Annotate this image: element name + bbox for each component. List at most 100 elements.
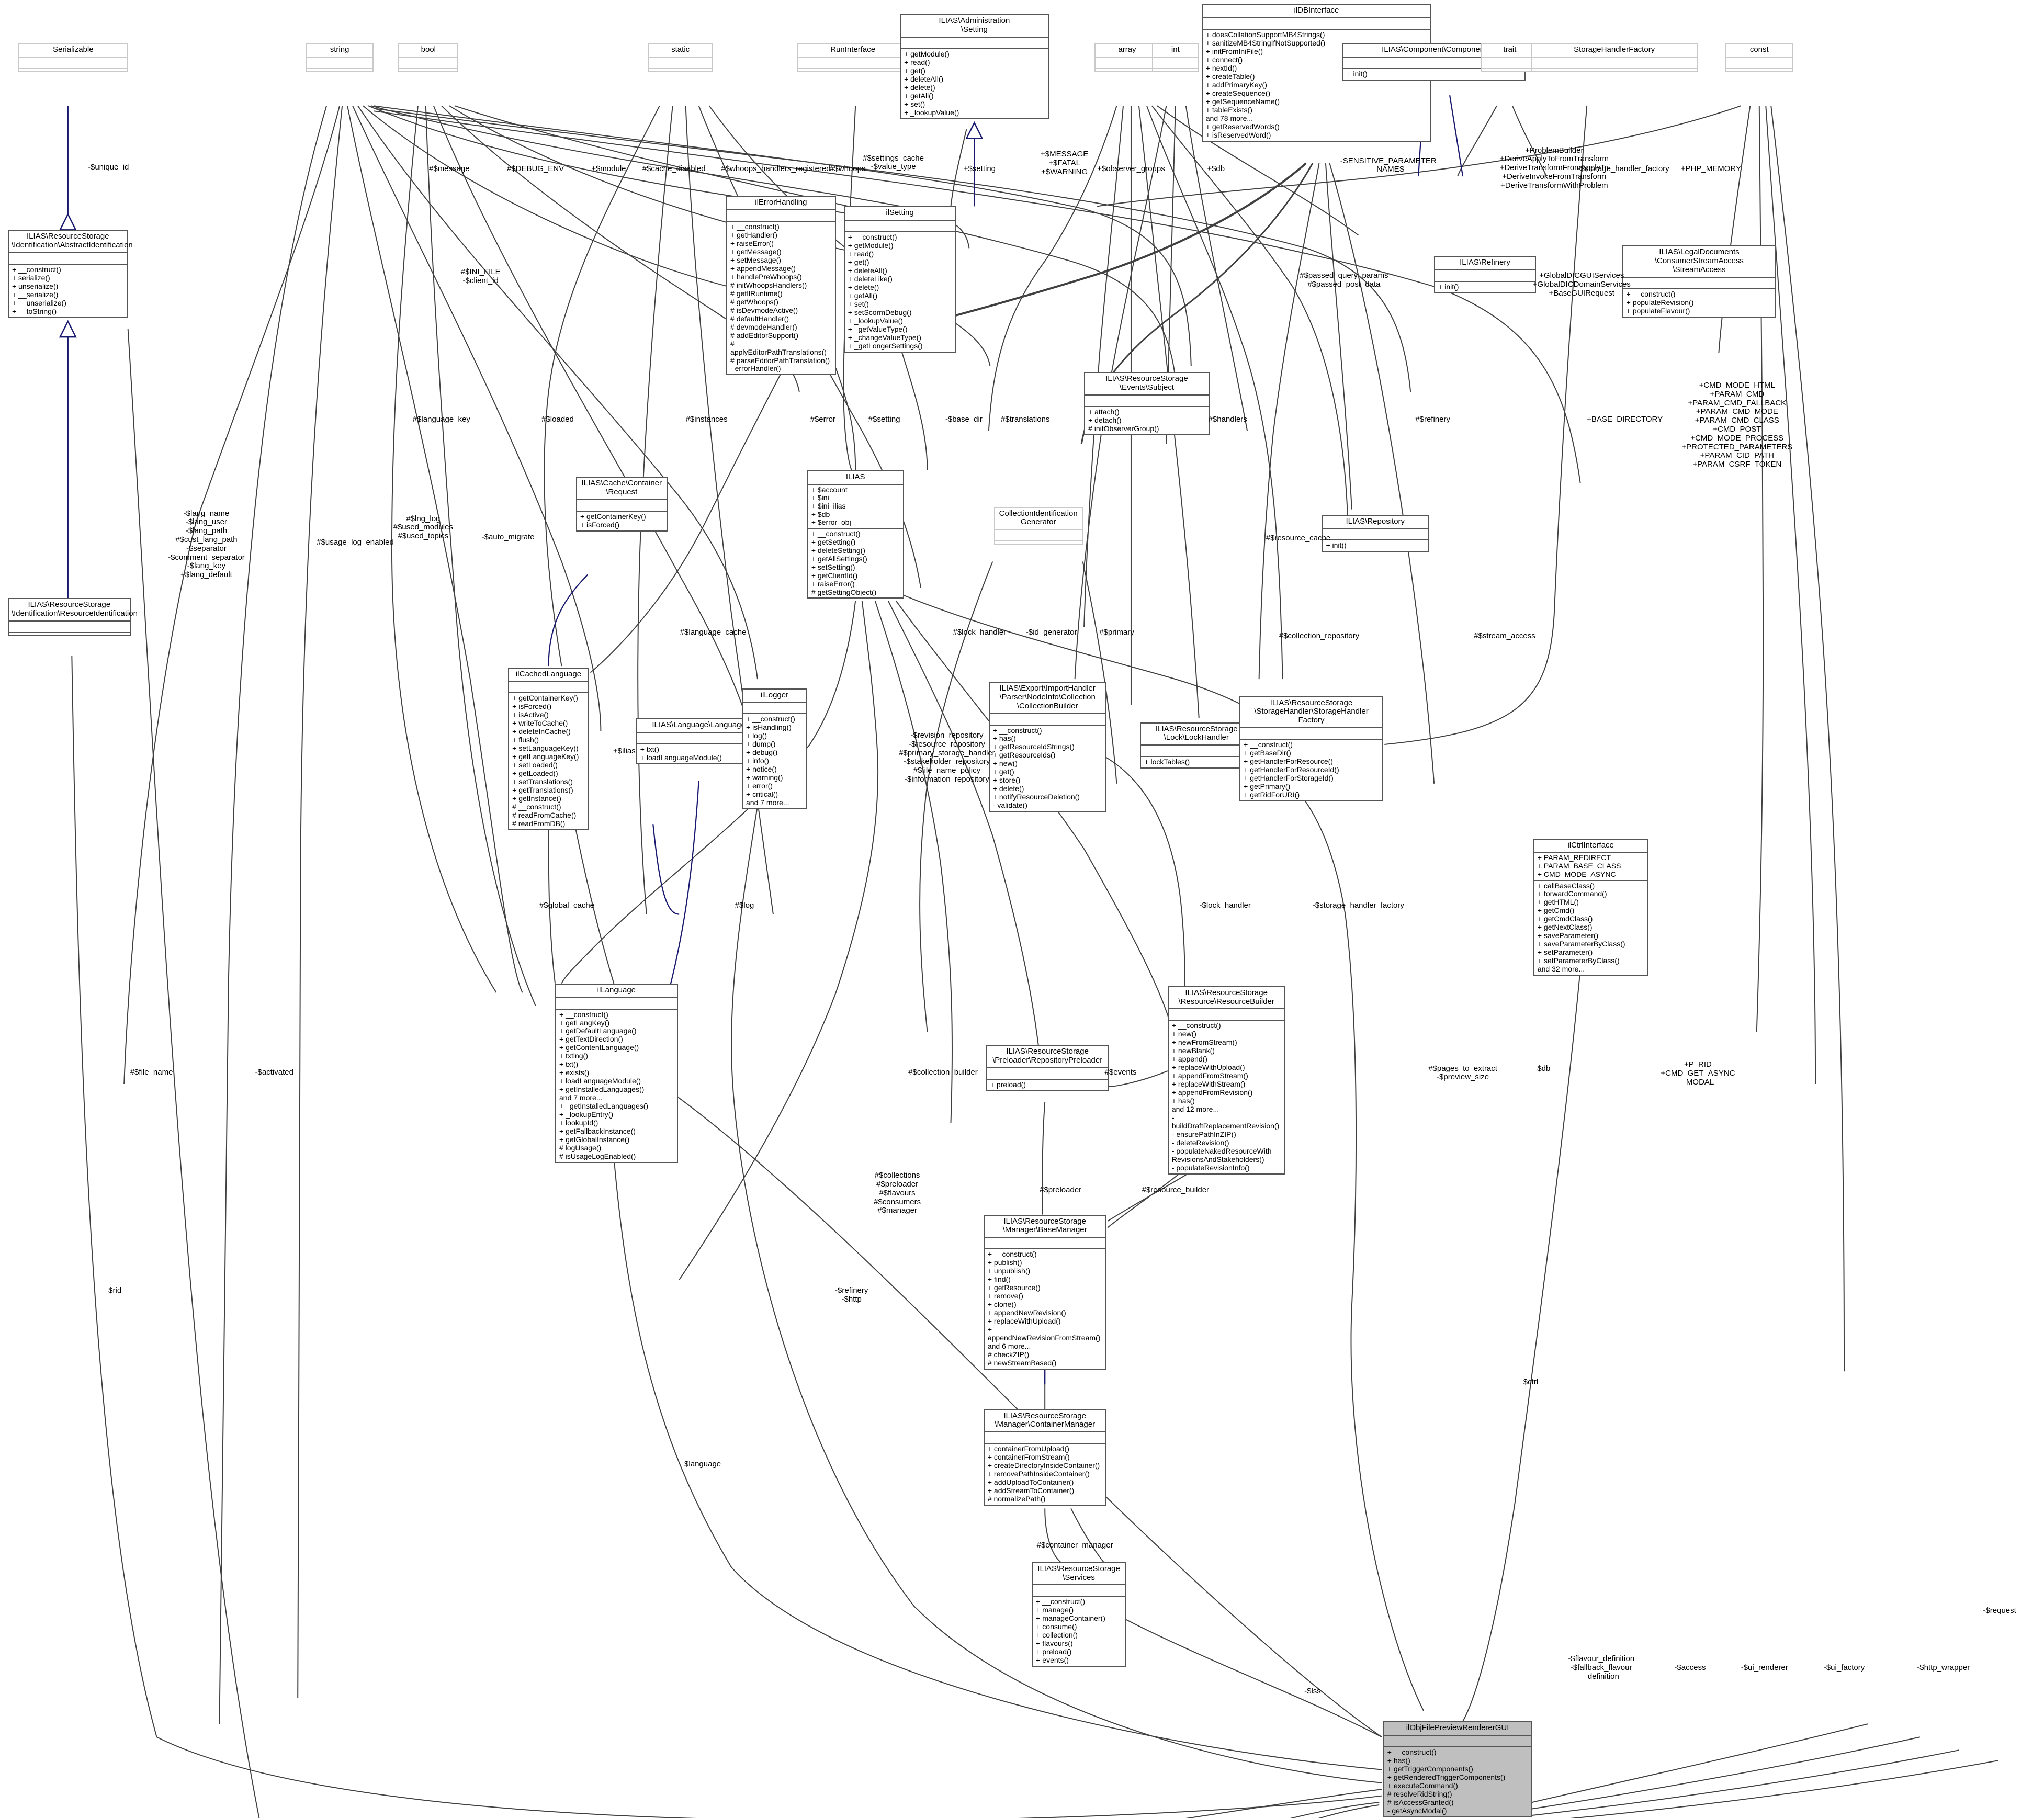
class-attributes bbox=[1323, 529, 1428, 541]
class-node-container_manager[interactable]: ILIAS\ResourceStorage \Manager\Container… bbox=[983, 1409, 1106, 1506]
class-node-ilsetting[interactable]: ilSetting+ __construct() + getModule() +… bbox=[843, 206, 956, 353]
edge-label: +$module bbox=[591, 164, 626, 173]
class-attributes bbox=[1033, 1585, 1125, 1597]
edge-label: -$activated bbox=[255, 1068, 293, 1077]
class-node-rs_events_subject[interactable]: ILIAS\ResourceStorage \Events\Subject+ a… bbox=[1084, 372, 1210, 435]
class-title: ILIAS bbox=[808, 471, 903, 485]
class-methods: + __construct() + has() + getTriggerComp… bbox=[1387, 1748, 1506, 1815]
edge-label: +ProblemBuilder +DeriveApplyToFromTransf… bbox=[1499, 145, 1609, 190]
class-node-int[interactable]: int bbox=[1151, 43, 1199, 73]
class-attributes bbox=[984, 1238, 1105, 1250]
class-title: ILIAS\Export\ImportHandler \Parser\NodeI… bbox=[989, 683, 1105, 714]
class-methods: + __construct() + has() + getResourceIdS… bbox=[992, 726, 1080, 810]
class-attributes bbox=[1240, 728, 1382, 740]
class-title: ILIAS\Repository bbox=[1323, 516, 1428, 529]
edge-label: #$lock_handler bbox=[953, 627, 1007, 637]
class-title: ILIAS\ResourceStorage \Manager\Container… bbox=[984, 1410, 1105, 1433]
class-node-storagehandlerfactory[interactable]: StorageHandlerFactory bbox=[1530, 43, 1698, 73]
edge-label: +$observer_groups bbox=[1097, 164, 1165, 173]
edge-label: #$cache_disabled bbox=[642, 164, 706, 173]
class-node-ilcachedlanguage[interactable]: ilCachedLanguage+ getContainerKey() + is… bbox=[508, 667, 589, 830]
class-attributes: + $account + $ini + $ini_ilias + $db + $… bbox=[808, 485, 903, 529]
edge-label: +P_RID +CMD_GET_ASYNC _MODAL bbox=[1661, 1060, 1735, 1087]
class-node-resource_builder[interactable]: ILIAS\ResourceStorage \Resource\Resource… bbox=[1167, 986, 1285, 1175]
class-title: Serializable bbox=[19, 44, 127, 58]
edge-label: -$refinery -$http bbox=[835, 1285, 868, 1304]
class-node-runinterface[interactable]: RunInterface bbox=[796, 43, 909, 73]
class-node-abstract_identification[interactable]: ILIAS\ResourceStorage \Identification\Ab… bbox=[7, 230, 133, 318]
class-title: ilErrorHandling bbox=[727, 197, 835, 211]
edge-label: #$log bbox=[735, 900, 754, 910]
edge-label: #$message bbox=[429, 164, 470, 173]
class-node-const[interactable]: const bbox=[1725, 43, 1793, 73]
class-attributes bbox=[1085, 396, 1209, 408]
class-node-string[interactable]: string bbox=[306, 43, 374, 73]
class-node-ilias_admin_setting[interactable]: ILIAS\Administration \Setting+ getModule… bbox=[900, 14, 1049, 119]
class-methods: + callBaseClass() + forwardCommand() + g… bbox=[1537, 881, 1625, 974]
class-title: bool bbox=[399, 44, 458, 58]
class-title: ILIAS\Cache\Container \Request bbox=[577, 478, 667, 500]
class-node-collection_id_generator[interactable]: CollectionIdentification Generator bbox=[993, 506, 1083, 545]
class-attributes bbox=[1435, 270, 1535, 283]
class-node-trait[interactable]: trait bbox=[1481, 43, 1539, 73]
class-methods bbox=[995, 541, 1082, 544]
class-title: ilLanguage bbox=[556, 985, 677, 998]
class-node-base_manager[interactable]: ILIAS\ResourceStorage \Manager\BaseManag… bbox=[983, 1214, 1106, 1370]
class-node-array[interactable]: array bbox=[1094, 43, 1160, 73]
class-methods bbox=[1482, 69, 1538, 71]
edge-label: -$access bbox=[1674, 1663, 1706, 1673]
class-attributes bbox=[556, 998, 677, 1010]
class-title: static bbox=[649, 44, 713, 58]
class-attributes bbox=[8, 253, 127, 265]
class-attributes bbox=[19, 58, 127, 70]
edge-label: #$file_name bbox=[130, 1068, 173, 1077]
class-methods: + getContainerKey() + isForced() bbox=[580, 512, 646, 529]
class-node-ilias_class[interactable]: ILIAS+ $account + $ini + $ini_ilias + $d… bbox=[807, 470, 904, 599]
class-node-ilias_refinery[interactable]: ILIAS\Refinery+ init() bbox=[1434, 256, 1536, 294]
edge-label: $db bbox=[1537, 1064, 1551, 1073]
class-title: ILIAS\Component\Component bbox=[1343, 44, 1524, 58]
edge-label: -$lss bbox=[1304, 1687, 1321, 1696]
class-node-target[interactable]: ilObjFilePreviewRendererGUI + __construct… bbox=[1383, 1721, 1532, 1817]
class-node-rs_services[interactable]: ILIAS\ResourceStorage \Services+ __const… bbox=[1032, 1562, 1126, 1667]
class-attributes bbox=[1531, 58, 1697, 70]
class-node-repository_preloader[interactable]: ILIAS\ResourceStorage \Preloader\Reposit… bbox=[986, 1045, 1109, 1091]
class-methods: + __construct() + new() + newFromStream(… bbox=[1171, 1021, 1280, 1172]
edge-label: #$collection_repository bbox=[1279, 631, 1360, 641]
class-node-illanguage[interactable]: ilLanguage+ __construct() + getLangKey()… bbox=[555, 983, 678, 1163]
class-node-serializable[interactable]: Serializable bbox=[18, 43, 128, 73]
class-methods: + __construct() + isHandling() + log() +… bbox=[746, 715, 795, 807]
edge-label: -$unique_id bbox=[88, 163, 129, 172]
class-node-ilias_cache_request[interactable]: ILIAS\Cache\Container \Request + getConta… bbox=[575, 477, 668, 532]
edge-label: -$storage_handler_factory bbox=[1312, 900, 1404, 910]
class-methods: + doesCollationSupportMB4Strings() + san… bbox=[1205, 30, 1326, 139]
class-node-lock_handler[interactable]: ILIAS\ResourceStorage \Lock\LockHandler+… bbox=[1140, 722, 1253, 769]
edge-label: #$whoops bbox=[830, 164, 866, 173]
edge-label: +PHP_MEMORY bbox=[1680, 164, 1741, 173]
class-node-ilias_legaldocuments[interactable]: ILIAS\LegalDocuments \ConsumerStreamAcce… bbox=[1622, 245, 1777, 318]
class-title: ILIAS\ResourceStorage \StorageHandler\St… bbox=[1240, 697, 1382, 728]
class-node-ilctrlinterface[interactable]: ilCtrlInterface+ PARAM_REDIRECT + PARAM_… bbox=[1533, 838, 1648, 976]
class-methods: + __construct() + publish() + unpublish(… bbox=[987, 1250, 1101, 1367]
class-title: ilObjFilePreviewRendererGUI bbox=[1384, 1722, 1531, 1736]
class-attributes bbox=[743, 703, 806, 715]
class-attributes bbox=[1168, 1009, 1284, 1021]
class-node-storage_handler_factory_cls[interactable]: ILIAS\ResourceStorage \StorageHandler\St… bbox=[1239, 696, 1383, 801]
class-node-illogger[interactable]: ilLogger+ __construct() + isHandling() +… bbox=[742, 688, 807, 809]
class-node-bool[interactable]: bool bbox=[398, 43, 459, 73]
class-node-static[interactable]: static bbox=[648, 43, 714, 73]
class-node-ilias_repository[interactable]: ILIAS\Repository+ init() bbox=[1322, 514, 1429, 552]
edge-label: #$translations bbox=[1001, 414, 1050, 424]
class-node-export_import_handler[interactable]: ILIAS\Export\ImportHandler \Parser\NodeI… bbox=[988, 682, 1106, 812]
class-attributes bbox=[1096, 58, 1159, 70]
class-attributes bbox=[984, 1432, 1105, 1444]
class-node-ilerrorhandling[interactable]: ilErrorHandling+ __construct() + getHand… bbox=[726, 196, 836, 376]
edge-label: -$lang_name -$lang_user -$lang_path #$cu… bbox=[168, 509, 245, 580]
class-attributes bbox=[577, 500, 667, 512]
class-title: ILIAS\ResourceStorage \Identification\Re… bbox=[8, 599, 138, 622]
class-methods: + lockTables() bbox=[1144, 758, 1190, 766]
class-node-resource_identification[interactable]: ILIAS\ResourceStorage \Identification\Re… bbox=[7, 598, 138, 636]
edge-label: +$db bbox=[1207, 164, 1225, 173]
class-title: ILIAS\Language\Language bbox=[637, 719, 761, 733]
